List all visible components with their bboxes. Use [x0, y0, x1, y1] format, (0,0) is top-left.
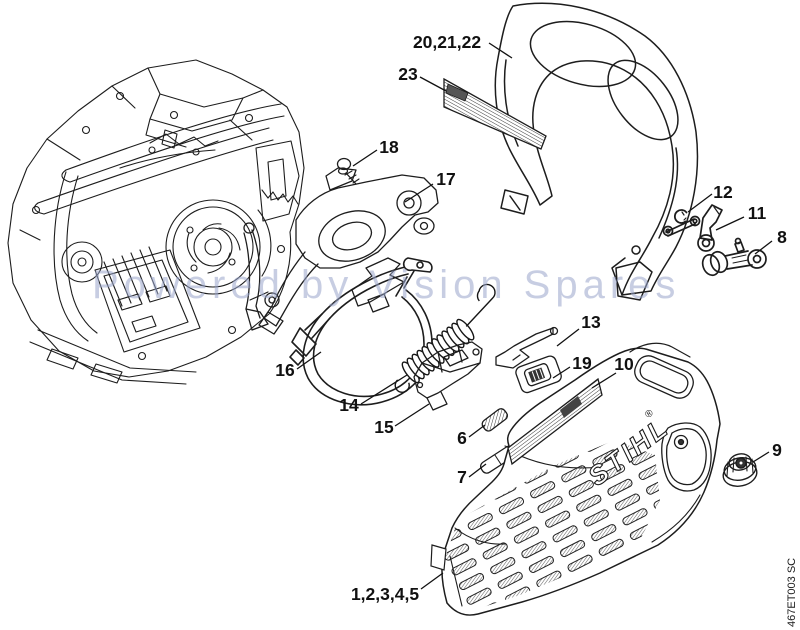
- flange-nut-drawing: [722, 453, 758, 487]
- callout-trim-strip: 10: [614, 354, 634, 374]
- spring-bracket-drawing: [495, 326, 559, 369]
- screw-part: [336, 157, 360, 185]
- callout-plain-pin: 7: [457, 467, 467, 487]
- callout-flange-nut: 9: [772, 440, 782, 460]
- knurled-pin-drawing: [481, 408, 509, 432]
- latch-block-drawing: [413, 341, 483, 411]
- callout-grille: 23: [398, 64, 418, 84]
- callout-bellcrank: 11: [748, 203, 767, 223]
- callout-cover-plate: 19: [572, 353, 592, 373]
- pivot-lever-drawing: [701, 237, 767, 277]
- callout-brake-lever: 17: [436, 169, 455, 189]
- callout-bracket: 13: [581, 312, 601, 332]
- hand-guard-drawing: [494, 2, 699, 301]
- callout-knurled-pin: 6: [457, 428, 467, 448]
- engine-assembly-drawing: [7, 59, 305, 385]
- watermark-text: Powered by Vision Spares: [92, 263, 680, 307]
- bellcrank-linkage-drawing: [662, 204, 723, 252]
- callout-leader-lines: [296, 42, 773, 590]
- drawing-code: 467ET003 SC: [786, 558, 798, 627]
- sprocket-cover-drawing: STIHL ®: [430, 342, 721, 616]
- callout-hand-guard: 20,21,22: [413, 32, 481, 52]
- callout-spring: 14: [339, 395, 359, 415]
- callout-latch: 15: [374, 417, 394, 437]
- vent-grille-part: [443, 77, 547, 150]
- callout-e-clip: 12: [713, 182, 733, 202]
- cover-plate-drawing: [515, 355, 562, 394]
- ribbed-trim-strip: [507, 377, 603, 466]
- brake-lever-assembly: [243, 167, 439, 335]
- callout-screw: 18: [379, 137, 399, 157]
- callout-pivot-lever: 8: [777, 227, 787, 247]
- e-clip-drawing: [673, 209, 688, 224]
- callout-brake-band: 16: [275, 360, 295, 380]
- callout-sprocket-cover: 1,2,3,4,5: [351, 584, 419, 604]
